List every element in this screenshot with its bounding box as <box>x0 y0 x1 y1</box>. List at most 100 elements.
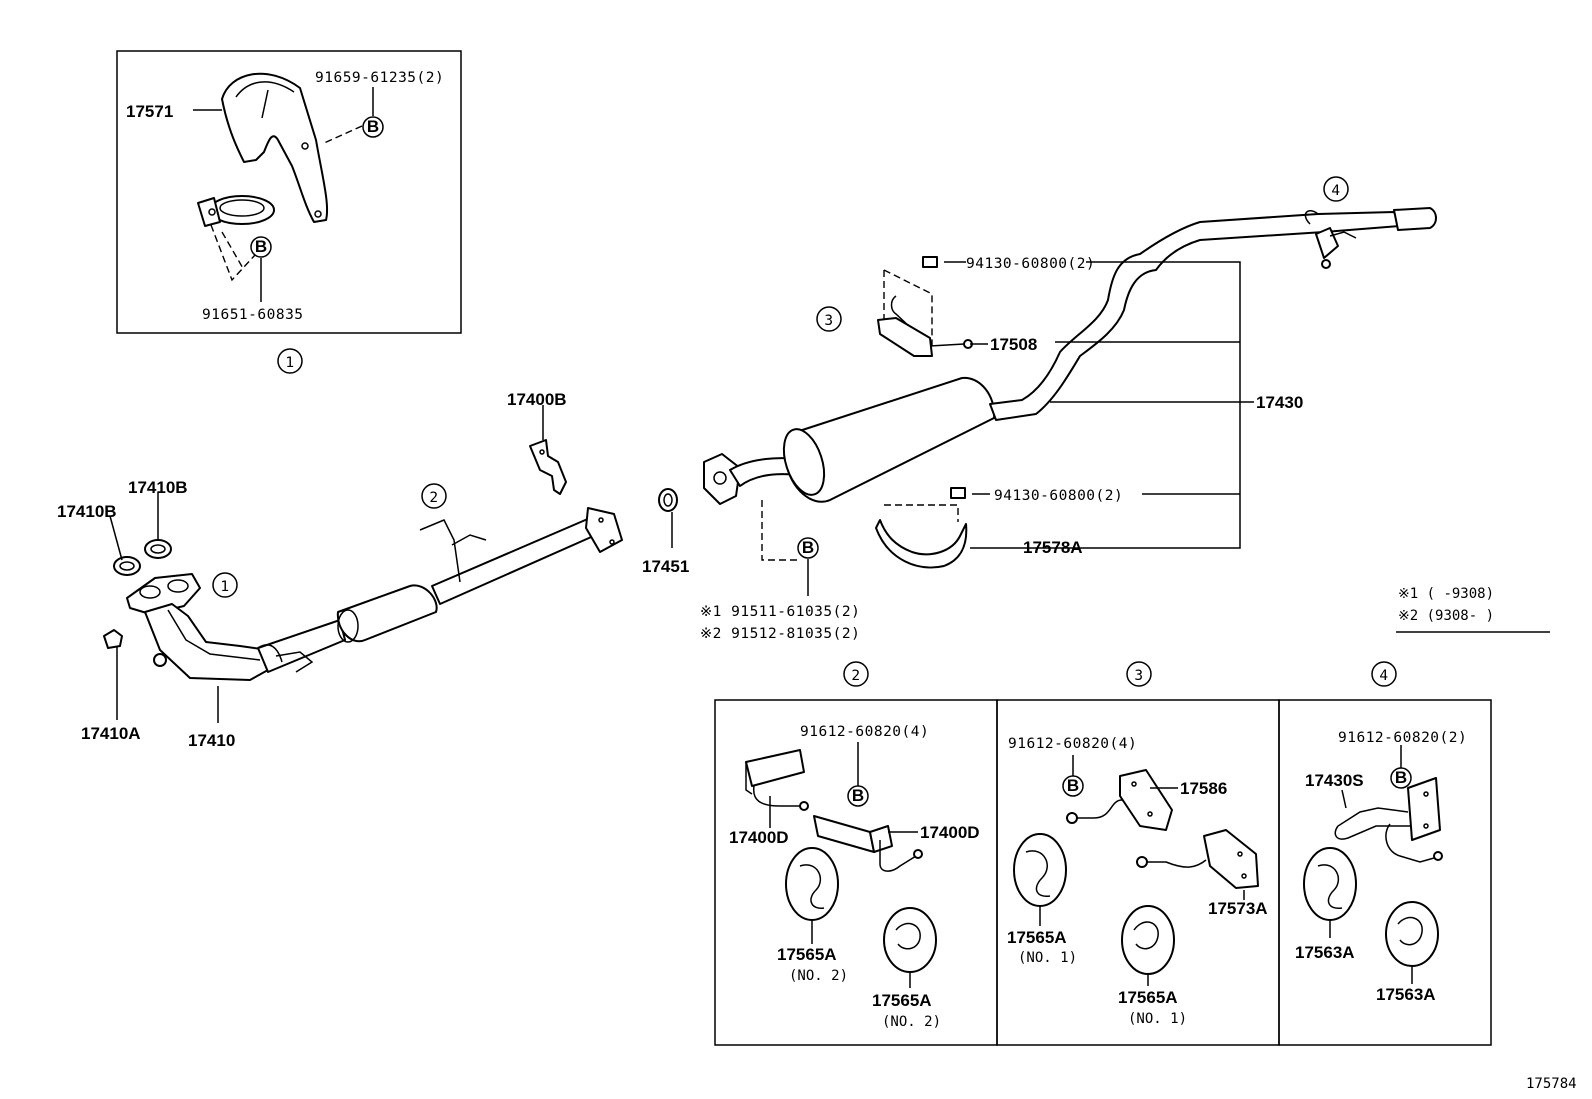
callout-label: 3 <box>824 313 833 329</box>
d2-label-hanger-right: 17400D <box>920 823 980 842</box>
detail-panel-4 <box>1278 699 1492 1046</box>
label-17571: 17571 <box>126 102 173 121</box>
dash-insulator <box>884 504 959 522</box>
muffler-tailpipe-17430 <box>703 207 1437 569</box>
d4-label-mount-left: 17563A <box>1295 943 1355 962</box>
d2-label-mount-right: 17565A <box>872 991 932 1010</box>
diagram-id: 175784 <box>1526 1076 1577 1092</box>
mount-17563A-right <box>1385 901 1439 967</box>
gasket-17410B-right <box>144 539 172 559</box>
mount-17565A-left <box>785 847 839 921</box>
legend-line-2: ※2 (9308- ) <box>1398 608 1494 624</box>
mount-17565A-no1-right <box>1121 905 1175 975</box>
detail-panels <box>714 699 1492 1046</box>
label-17578A: 17578A <box>1023 538 1083 557</box>
detail-header-3: 3 <box>1126 661 1152 687</box>
d4-label-hanger: 17430S <box>1305 771 1364 790</box>
callout-label: 4 <box>1331 183 1340 199</box>
nut-bottom <box>950 487 966 499</box>
d3-label-bracket: 17586 <box>1180 779 1227 798</box>
detail4-parts: B <box>1303 745 1443 984</box>
leader-17410B-left <box>109 515 123 561</box>
label-91651-60835: 91651-60835 <box>202 307 304 323</box>
bolt-b-detail3: B <box>1062 775 1084 797</box>
callout-label: 2 <box>851 668 860 684</box>
exhaust-front-pipe-17410 <box>126 507 623 681</box>
clamp <box>197 195 275 227</box>
bolt-b-symbol-main: B <box>797 537 819 559</box>
gasket-17451 <box>658 488 678 512</box>
mount-17565A-no1-left <box>1013 833 1067 907</box>
d3-label-mount-left: 17565A <box>1007 928 1067 947</box>
nut-top <box>922 256 938 268</box>
bolt-b-label: B <box>852 786 864 805</box>
callout-label: 1 <box>220 579 229 595</box>
leader-d4-hanger <box>1341 789 1347 809</box>
label-17508: 17508 <box>990 335 1037 354</box>
d2-label-mount-left-note: (NO. 2) <box>789 968 848 984</box>
callout-2-main: 2 <box>421 483 447 509</box>
mount-17563A-left <box>1303 847 1357 921</box>
callout-1-main: 1 <box>212 572 238 598</box>
detail2-parts: B <box>745 742 937 988</box>
hanger-17400B <box>529 439 567 495</box>
label-17410: 17410 <box>188 731 235 750</box>
legend-line-1: ※1 ( -9308) <box>1398 586 1494 602</box>
callout-label: 2 <box>429 490 438 506</box>
d3-label-mount-right: 17565A <box>1118 988 1178 1007</box>
detail-header-4: 4 <box>1371 661 1397 687</box>
callout-3-main: 3 <box>816 306 842 332</box>
bracket-17430 <box>970 261 1241 549</box>
label-17410B-right: 17410B <box>128 478 188 497</box>
bolt-b-label: B <box>1067 776 1079 795</box>
label-91659-61235: 91659-61235(2) <box>315 70 444 86</box>
label-17400B: 17400B <box>507 390 567 409</box>
detail3-parts: B <box>1013 755 1259 986</box>
bolt-b-detail4: B <box>1390 767 1412 789</box>
dash-bolt-top <box>321 125 363 145</box>
label-17410A: 17410A <box>81 724 141 743</box>
detail-header-2: 2 <box>843 661 869 687</box>
heat-shield-17571 <box>221 72 329 223</box>
detail-panel-2 <box>714 699 998 1046</box>
callout-1-inset: 1 <box>277 348 303 374</box>
bolt-b-symbol-bottom: B <box>250 236 272 258</box>
d2-label-mount-right-note: (NO. 2) <box>882 1014 941 1030</box>
label-17430: 17430 <box>1256 393 1303 412</box>
bolt-b-label: B <box>367 117 379 136</box>
label-94130-60800-top: 94130-60800(2) <box>966 256 1095 272</box>
label-17451: 17451 <box>642 557 689 576</box>
callout-label: 3 <box>1134 668 1143 684</box>
bolt-b-label: B <box>255 237 267 256</box>
gasket-17410B-left <box>113 556 141 576</box>
callout-label: 1 <box>285 355 294 371</box>
d3-label-mount-right-note: (NO. 1) <box>1128 1011 1187 1027</box>
callout-label: 4 <box>1379 668 1388 684</box>
label-bolt-91511: ※1 91511-61035(2) <box>700 604 860 620</box>
label-17410B-left: 17410B <box>57 502 117 521</box>
d3-label-hanger: 17573A <box>1208 899 1268 918</box>
mount-17565A-right <box>883 907 937 973</box>
bolt-b-label: B <box>802 538 814 557</box>
d2-label-bolt: 91612-60820(4) <box>800 724 929 740</box>
bolt-b-symbol-top: B <box>362 116 384 138</box>
d4-label-mount-right: 17563A <box>1376 985 1436 1004</box>
d2-label-hanger-left: 17400D <box>729 828 789 847</box>
dash-hanger3 <box>883 269 933 348</box>
dash-bolt-bottom-2 <box>221 231 245 271</box>
d3-label-mount-left-note: (NO. 1) <box>1018 950 1077 966</box>
bolt-b-label: B <box>1395 768 1407 787</box>
legend: ※1 ( -9308) ※2 (9308- ) <box>1396 586 1550 633</box>
d3-label-bolt: 91612-60820(4) <box>1008 736 1137 752</box>
inset-frame <box>116 50 462 334</box>
gasket-17410A <box>103 629 123 649</box>
label-94130-60800-bottom: 94130-60800(2) <box>994 488 1123 504</box>
d4-label-bolt: 91612-60820(2) <box>1338 730 1467 746</box>
label-bolt-91512: ※2 91512-81035(2) <box>700 626 860 642</box>
dash-bolt-b <box>761 500 798 561</box>
dash-bolt-bottom <box>210 224 256 282</box>
d2-label-mount-left: 17565A <box>777 945 837 964</box>
inset-panel: B B 17571 91659-61235(2) 91651-60835 <box>116 50 462 334</box>
bolt-b-detail2: B <box>847 785 869 807</box>
